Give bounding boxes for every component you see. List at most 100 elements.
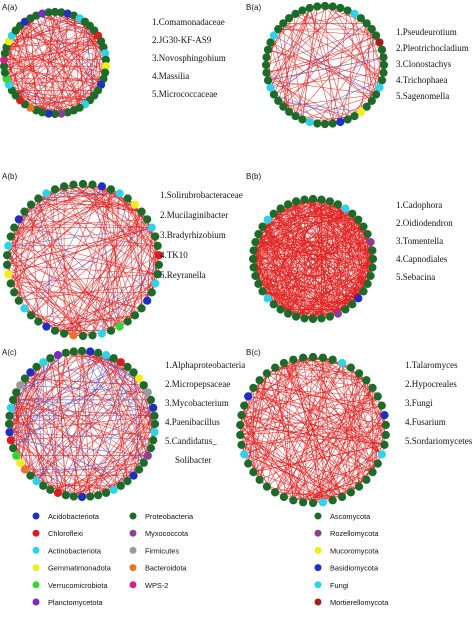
positive-edge xyxy=(97,352,149,456)
positive-edge xyxy=(46,189,56,327)
network-node xyxy=(69,180,78,189)
network-node xyxy=(102,351,111,360)
positive-edge xyxy=(30,204,152,293)
positive-edge xyxy=(11,18,80,91)
network-node xyxy=(255,376,264,385)
network-node xyxy=(116,481,125,490)
positive-edge xyxy=(8,18,80,85)
network-node xyxy=(377,450,386,459)
network-node xyxy=(313,2,322,11)
network-node xyxy=(16,381,25,390)
network-node xyxy=(269,209,278,218)
network-edges xyxy=(239,356,387,504)
positive-edge xyxy=(280,250,373,310)
positive-edge xyxy=(48,12,102,85)
legend-label: Bacteroidota xyxy=(145,564,187,573)
network-node xyxy=(356,107,365,116)
network-node xyxy=(328,2,337,11)
positive-edge xyxy=(15,53,106,96)
network-node xyxy=(305,3,314,13)
keystone-list: 1.Cadophora2.Oidiodendron3.Tomentella4.C… xyxy=(396,200,453,282)
negative-edge xyxy=(295,80,383,117)
positive-edge xyxy=(322,387,373,503)
positive-edge xyxy=(120,362,152,449)
network-node xyxy=(101,55,110,64)
positive-edge xyxy=(253,267,314,320)
positive-edge xyxy=(92,189,112,336)
positive-edge xyxy=(30,362,122,476)
negative-edge xyxy=(92,264,160,336)
network-node xyxy=(77,492,87,502)
keystone-item: 5.Candidatus_ xyxy=(165,436,217,446)
keystone-item: 2.Micropepsaceae xyxy=(165,379,230,389)
network-node xyxy=(356,14,365,23)
network-node xyxy=(362,102,371,111)
network-node xyxy=(258,287,267,296)
positive-edge xyxy=(265,10,348,66)
legend-swatch xyxy=(32,512,40,520)
network-node xyxy=(263,76,273,85)
negative-edge xyxy=(81,350,155,417)
positive-edge xyxy=(82,183,142,309)
positive-edge xyxy=(30,211,142,316)
network-node xyxy=(5,411,14,420)
positive-edge xyxy=(312,357,324,504)
network-node xyxy=(262,68,271,77)
positive-edge xyxy=(350,367,379,464)
legend-layer: AcidobacteriotaChloroflexiActinobacterio… xyxy=(32,512,389,607)
network-node xyxy=(61,491,70,500)
network-node xyxy=(9,395,18,404)
positive-edge xyxy=(278,13,355,30)
network-node xyxy=(97,329,106,338)
positive-edge xyxy=(146,227,153,301)
positive-edge xyxy=(24,352,99,379)
keystone-item: Solibacter xyxy=(175,455,212,465)
network-node xyxy=(123,477,132,486)
network-node xyxy=(285,14,294,23)
positive-edge xyxy=(267,7,341,81)
network-nodes xyxy=(0,7,110,119)
positive-edge xyxy=(50,469,140,491)
positive-edge xyxy=(8,245,158,275)
network-node xyxy=(9,444,18,453)
network-node xyxy=(109,485,118,494)
network-node xyxy=(143,451,152,460)
network-node xyxy=(254,279,263,288)
keystone-item: 2.Hypocreales xyxy=(405,379,457,389)
positive-edge xyxy=(24,204,136,212)
positive-edge xyxy=(24,378,44,486)
positive-edge xyxy=(42,352,67,486)
keystone-list: 1.Pseudeurotium2.Pleotrichocladium3.Clon… xyxy=(396,27,469,101)
positive-edge xyxy=(241,357,304,416)
network-node xyxy=(255,475,264,484)
network-edges xyxy=(3,11,107,115)
network-node xyxy=(4,270,13,279)
positive-edge xyxy=(50,462,144,491)
positive-edge xyxy=(6,47,49,114)
positive-edge xyxy=(12,399,134,476)
negative-edge xyxy=(12,366,128,449)
network-node xyxy=(42,189,51,198)
network-node xyxy=(150,419,160,429)
keystone-item: 3.Novosphingobium xyxy=(152,53,226,63)
positive-edge xyxy=(253,387,343,498)
network-node xyxy=(249,246,258,255)
positive-edge xyxy=(241,414,373,473)
keystone-item: 3.Fungi xyxy=(405,398,433,408)
positive-edge xyxy=(6,25,91,80)
positive-edge xyxy=(4,18,80,73)
legend-swatch xyxy=(314,581,322,589)
network-node xyxy=(50,185,60,194)
positive-edge xyxy=(24,21,99,36)
network-node xyxy=(150,428,159,437)
network-node xyxy=(285,107,294,116)
keystone-item: 2.Oidiodendron xyxy=(396,218,453,228)
positive-edge xyxy=(302,414,385,503)
positive-edge xyxy=(270,42,355,117)
network-node xyxy=(262,482,271,491)
network-node xyxy=(308,314,318,324)
network-node xyxy=(338,492,347,502)
positive-edge xyxy=(288,204,368,235)
positive-edge xyxy=(73,184,158,247)
network-node xyxy=(269,90,278,99)
